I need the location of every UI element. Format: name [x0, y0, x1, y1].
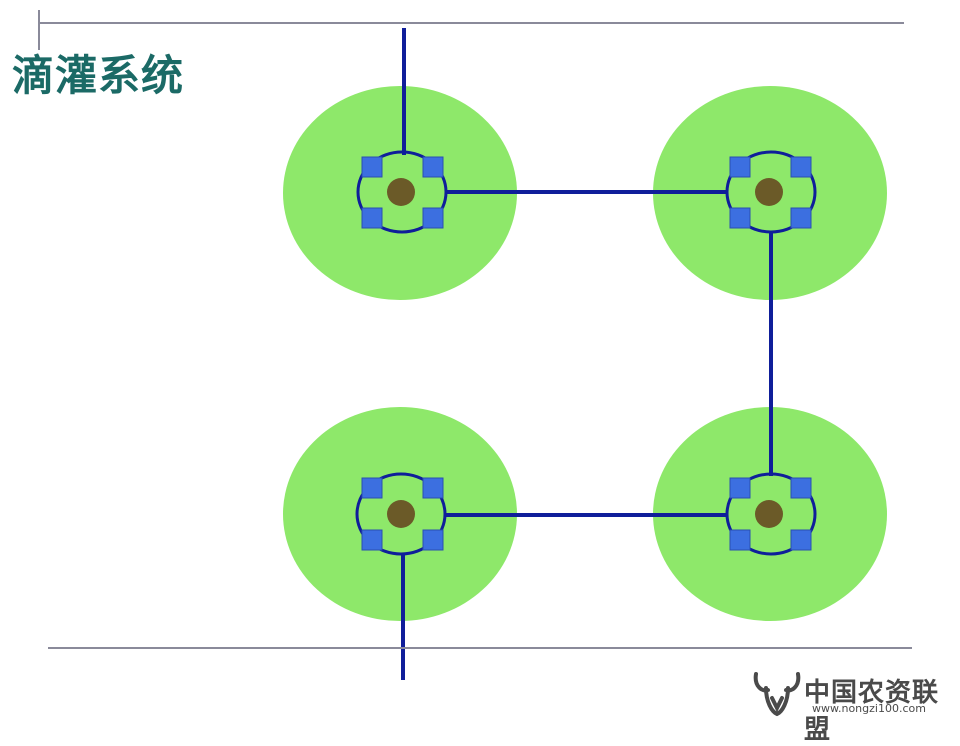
emitter	[729, 207, 751, 229]
emitter	[790, 207, 812, 229]
plant-stem	[387, 178, 415, 206]
drip-ring	[356, 150, 448, 234]
emitter	[790, 156, 812, 178]
emitter-unit-top-left	[356, 150, 448, 234]
emitter-unit-bottom-right	[725, 472, 817, 556]
drip-irrigation-diagram	[283, 28, 887, 680]
emitter	[422, 207, 444, 229]
emitter	[361, 156, 383, 178]
bull-head-icon	[753, 672, 801, 717]
emitter-unit-bottom-left	[355, 472, 447, 556]
emitter	[729, 477, 751, 499]
drip-ring	[725, 150, 817, 234]
emitter	[790, 477, 812, 499]
plant-stem	[387, 500, 415, 528]
emitter-unit-top-right	[725, 150, 817, 234]
frame-top-tick	[38, 10, 40, 50]
emitter	[729, 156, 751, 178]
plant-stem	[755, 178, 783, 206]
emitter	[361, 529, 383, 551]
frame-bottom-line	[48, 647, 912, 649]
emitter	[422, 529, 444, 551]
emitter	[790, 529, 812, 551]
logo-url: www.nongzi100.com	[812, 702, 926, 715]
emitter	[729, 529, 751, 551]
emitter	[361, 207, 383, 229]
emitter	[422, 156, 444, 178]
emitter	[422, 477, 444, 499]
watermark-logo: 中国农资联盟 www.nongzi100.com	[752, 668, 957, 745]
drip-ring	[355, 472, 447, 556]
slide-title: 滴灌系统	[12, 51, 185, 100]
frame-top-line	[40, 22, 904, 24]
drip-ring	[725, 472, 817, 556]
plant-stem	[755, 500, 783, 528]
emitter	[361, 477, 383, 499]
